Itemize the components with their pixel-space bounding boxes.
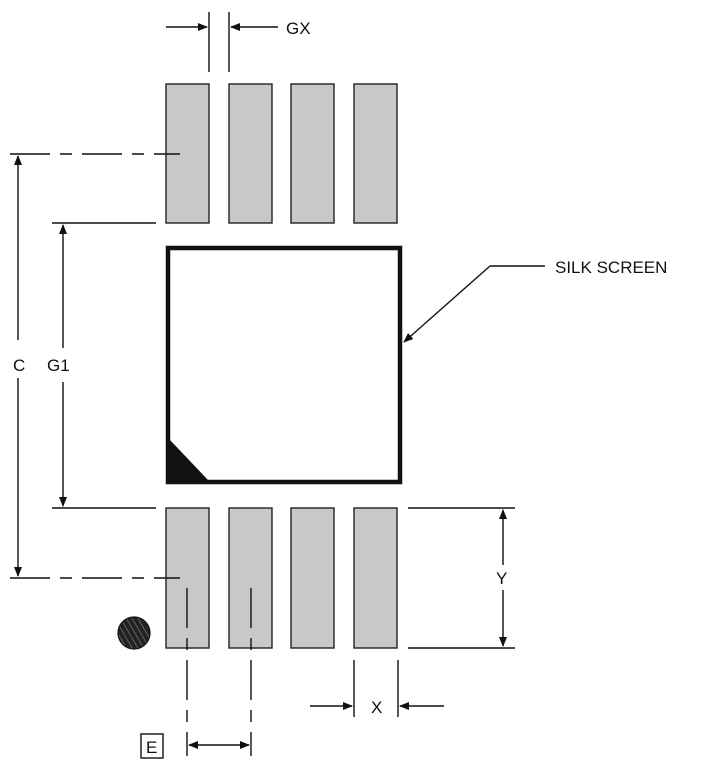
silk-screen-outline [165,245,403,485]
bottom-pad-row [165,507,398,649]
g1-dimension: G1 [47,222,156,509]
silk-screen-label: SILK SCREEN [555,258,667,277]
bottom-pad-3 [290,507,335,649]
e-dimension: E [140,588,252,759]
e-label: E [146,738,157,757]
x-dimension: X [310,660,444,717]
silk-screen-callout: SILK SCREEN [403,258,667,343]
top-pad-row [165,83,398,224]
bottom-pad-4 [353,507,398,649]
c-dimension: C [10,153,180,579]
top-pad-3 [290,83,335,224]
y-label: Y [496,569,507,588]
top-pad-2 [228,83,273,224]
c-label: C [13,356,25,375]
bottom-pad-2 [228,507,273,649]
g1-label: G1 [47,356,70,375]
gx-label: GX [286,19,311,38]
top-pad-4 [353,83,398,224]
pin1-marker [170,440,208,480]
fiducial-dot [117,616,151,650]
x-label: X [371,698,382,717]
y-dimension: Y [408,507,515,649]
gx-dimension: GX [166,12,311,72]
e-label-box [140,733,164,759]
